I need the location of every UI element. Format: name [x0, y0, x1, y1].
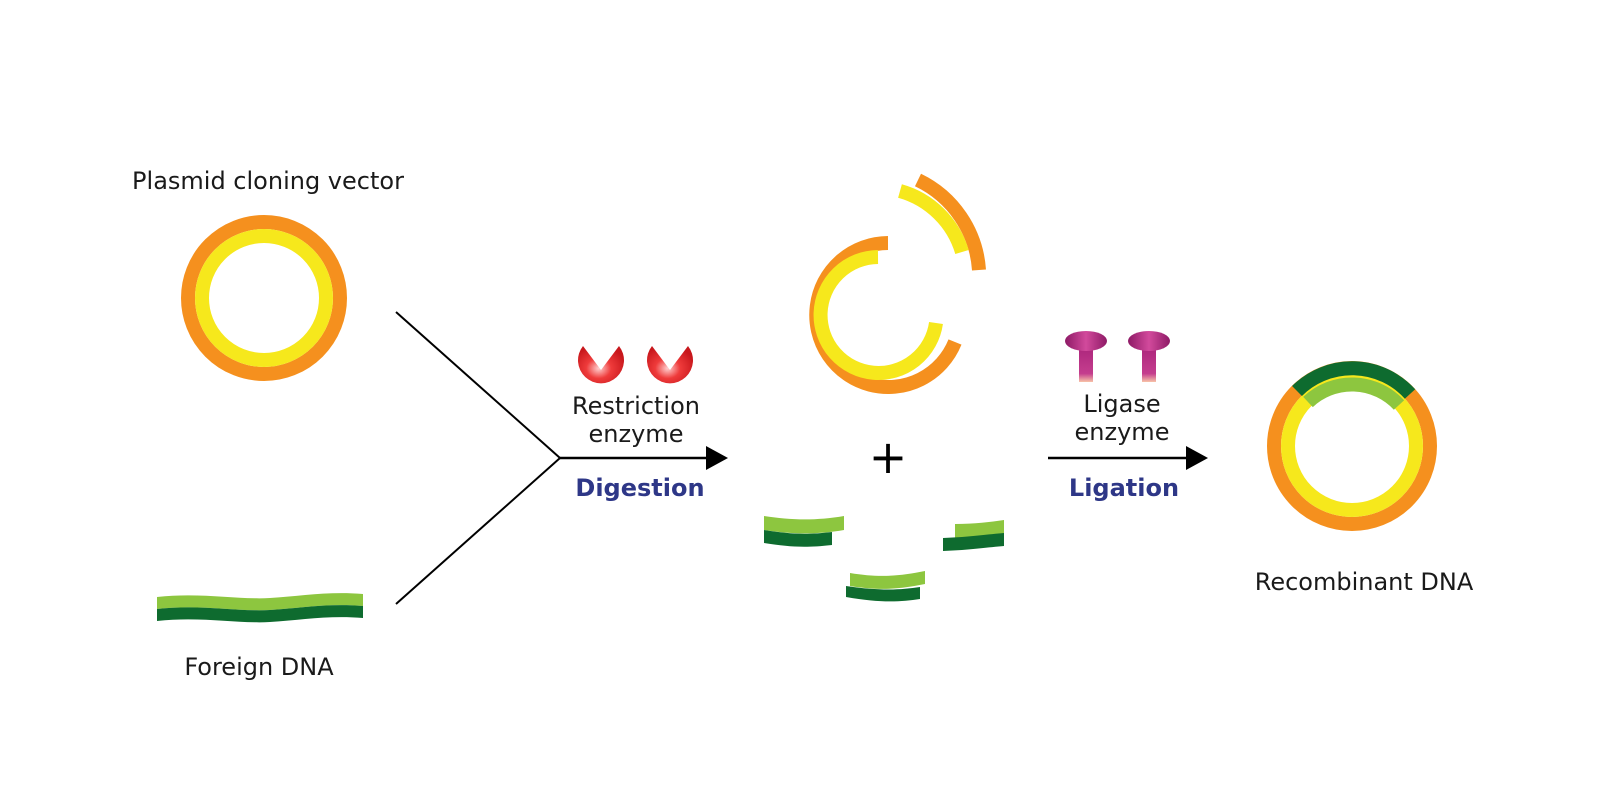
- digestion-arrow: [560, 446, 728, 470]
- restriction-enzyme-icon: [578, 346, 625, 384]
- dna-fragment-1-icon: [764, 516, 844, 547]
- dna-fragment-2-icon: [846, 571, 925, 602]
- ligase-enzyme-icon: [1065, 331, 1107, 382]
- ligation-step-label: Ligation: [1069, 474, 1179, 502]
- plus-symbol: +: [869, 430, 908, 484]
- foreign-dna-icon: [157, 593, 363, 623]
- ligase-enzyme-icon: [1128, 331, 1170, 382]
- foreign-dna-label: Foreign DNA: [184, 653, 334, 681]
- plasmid-icon: [181, 215, 347, 381]
- plasmid-label: Plasmid cloning vector: [132, 167, 404, 195]
- restriction-enzyme-icon: [647, 346, 693, 384]
- converging-lines: [395, 311, 561, 605]
- dna-fragment-3-icon: [943, 520, 1004, 551]
- restriction-enzyme-label-line2: enzyme: [589, 420, 684, 448]
- recombinant-dna-icon: [1267, 361, 1437, 531]
- ligation-arrow: [1048, 446, 1208, 470]
- opened-plasmid-icon: [809, 236, 962, 394]
- recombinant-dna-label: Recombinant DNA: [1255, 568, 1474, 596]
- ligase-enzyme-label-line1: Ligase: [1083, 390, 1160, 418]
- ligase-enzyme-label-line2: enzyme: [1075, 418, 1170, 446]
- restriction-enzyme-label-line1: Restriction: [572, 392, 700, 420]
- digestion-step-label: Digestion: [575, 474, 704, 502]
- plasmid-fragment-icon: [897, 173, 986, 271]
